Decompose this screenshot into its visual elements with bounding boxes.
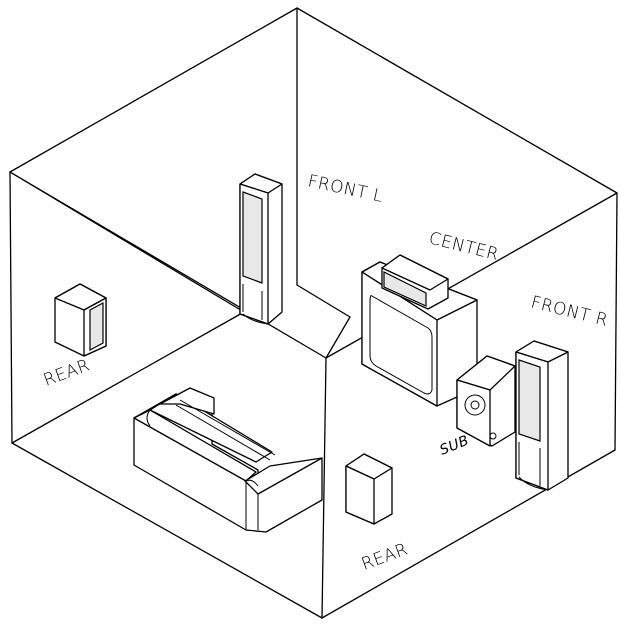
room-box — [9, 7, 618, 619]
label-front-left: FRONT L — [306, 171, 385, 206]
label-center: CENTER — [427, 228, 501, 265]
floor-line-right-back — [296, 284, 351, 318]
label-rear-right: REAR — [359, 539, 411, 574]
center-speaker — [381, 254, 449, 310]
room-left-edge — [9, 171, 13, 444]
front-right-speaker — [515, 340, 569, 491]
room-right-edge — [614, 192, 618, 451]
label-subwoofer: SUB — [438, 433, 472, 459]
room-bottom-left-edge — [11, 442, 323, 619]
rear-right-speaker — [345, 453, 393, 525]
front-left-speaker — [239, 173, 283, 325]
subwoofer — [456, 355, 516, 447]
rear-left-speaker — [54, 283, 107, 357]
label-front-right: FRONT R — [529, 292, 610, 330]
room-front-vertical-edge — [321, 357, 327, 619]
sofa — [133, 387, 323, 533]
floor-line-left-front — [11, 311, 245, 444]
label-rear-left: REAR — [41, 355, 93, 390]
floor-line-corner — [325, 316, 351, 359]
floor-line-left-back — [9, 171, 245, 313]
